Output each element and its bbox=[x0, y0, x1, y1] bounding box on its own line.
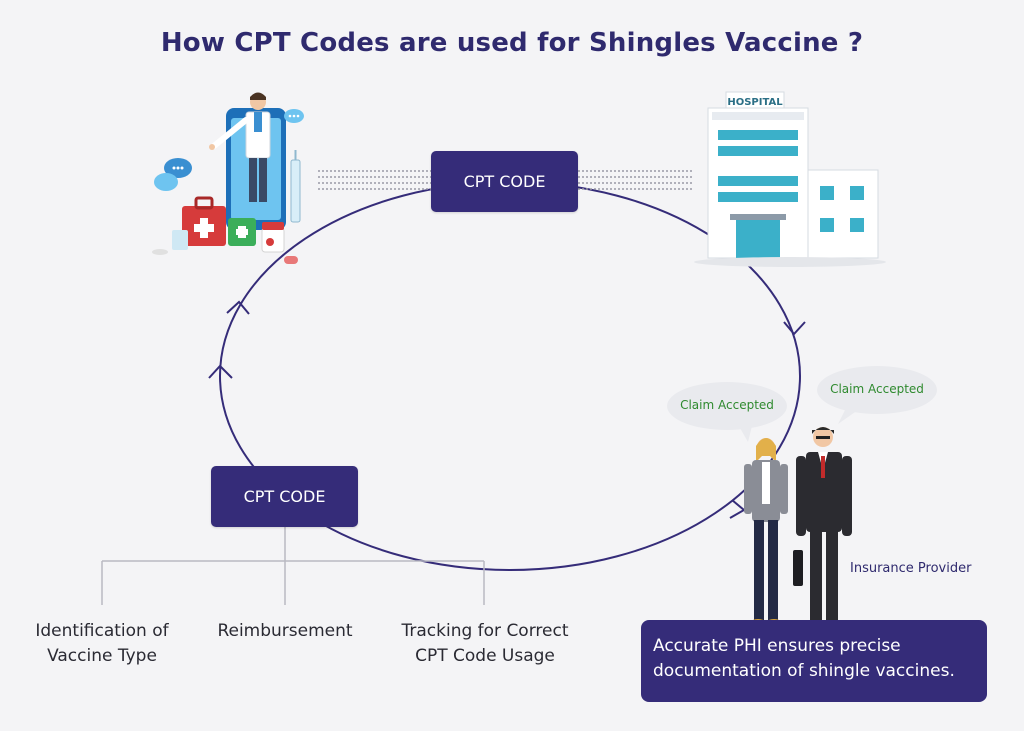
insurance-provider-label: Insurance Provider bbox=[850, 561, 972, 576]
hospital-illustration bbox=[694, 91, 886, 267]
cpt-code-top-label: CPT CODE bbox=[463, 172, 546, 191]
claim-accepted-left: Claim Accepted bbox=[680, 398, 774, 412]
connector-lines bbox=[318, 170, 694, 190]
branch-tracking: Tracking for Correct CPT Code Usage bbox=[380, 619, 590, 669]
phi-info-line2: documentation of shingle vaccines. bbox=[653, 661, 955, 681]
arrow-right-top-icon bbox=[783, 321, 806, 336]
insurance-people-illustration bbox=[743, 427, 852, 632]
phi-info-box: Accurate PHI ensures precise documentati… bbox=[641, 620, 987, 702]
claim-bubble-right bbox=[817, 366, 937, 414]
branch-reimbursement: Reimbursement bbox=[195, 619, 375, 644]
cpt-code-top: CPT CODE bbox=[431, 151, 578, 212]
arrow-right-bottom-icon bbox=[729, 499, 746, 519]
syringe-icon bbox=[290, 159, 301, 223]
doctor-illustration bbox=[152, 92, 304, 264]
page-title: How CPT Codes are used for Shingles Vacc… bbox=[160, 28, 864, 58]
branch-identification: Identification of Vaccine Type bbox=[12, 619, 192, 669]
hospital-sign: HOSPITAL bbox=[727, 97, 783, 108]
phi-info-line1: Accurate PHI ensures precise bbox=[653, 636, 901, 656]
branch-reimbursement-line1: Reimbursement bbox=[217, 621, 353, 641]
branch-tracking-line1: Tracking for Correct bbox=[401, 621, 569, 641]
cpt-code-bottom: CPT CODE bbox=[211, 466, 358, 527]
claim-accepted-right: Claim Accepted bbox=[830, 382, 924, 396]
briefcase-icon bbox=[793, 550, 803, 586]
branch-tracking-line2: CPT Code Usage bbox=[415, 646, 555, 666]
branch-lines bbox=[101, 526, 485, 605]
claim-bubble-left bbox=[667, 382, 787, 430]
cpt-code-bottom-label: CPT CODE bbox=[243, 487, 326, 506]
arrow-left-bottom-icon bbox=[208, 364, 233, 379]
branch-identification-line1: Identification of bbox=[35, 621, 169, 641]
branch-identification-line2: Vaccine Type bbox=[47, 646, 157, 666]
arrow-left-top-icon bbox=[226, 300, 250, 315]
